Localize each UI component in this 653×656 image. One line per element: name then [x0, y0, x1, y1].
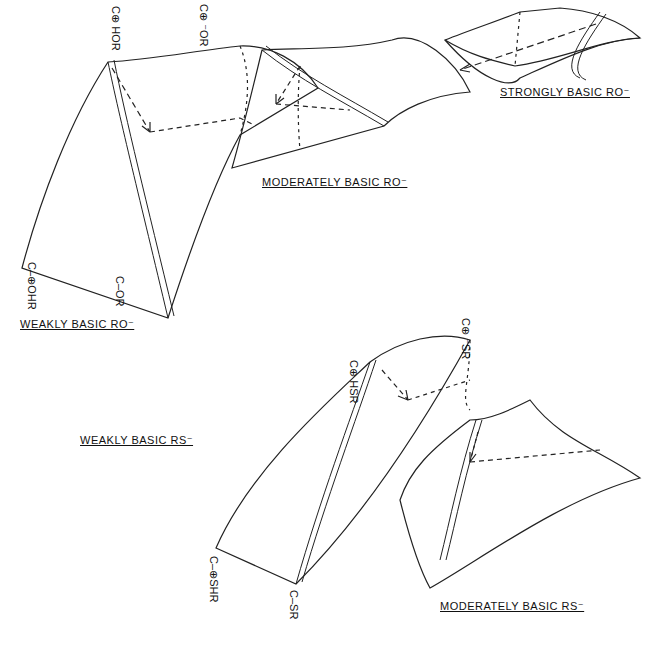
chem-structure: C–SR — [288, 590, 300, 619]
panel-caption: MODERATELY BASIC RS⁻ — [440, 600, 584, 612]
panel-caption: MODERATELY BASIC RO⁻ — [262, 176, 407, 188]
chem-structure: C–⊕SHR — [208, 556, 220, 603]
chem-structure: C⊕ ⁻OR — [198, 4, 210, 47]
chem-structure: C–OR — [114, 276, 126, 307]
panel-caption: WEAKLY BASIC RS⁻ — [80, 434, 193, 446]
surface-strong-ro — [445, 8, 640, 83]
surface-moderate-ro — [232, 38, 470, 168]
panel-caption: STRONGLY BASIC RO⁻ — [500, 86, 630, 98]
chem-structure: C–⊕OHR — [26, 262, 38, 310]
chem-structure: C⊕ HSR — [348, 360, 360, 403]
chem-structure: C⊕ ⁻SR — [460, 318, 472, 359]
panel-caption: WEAKLY BASIC RO⁻ — [20, 318, 134, 330]
surface-weak-rs — [216, 336, 470, 584]
chem-structure: C⊕ HOR — [110, 6, 122, 51]
surface-moderate-rs — [400, 400, 640, 588]
